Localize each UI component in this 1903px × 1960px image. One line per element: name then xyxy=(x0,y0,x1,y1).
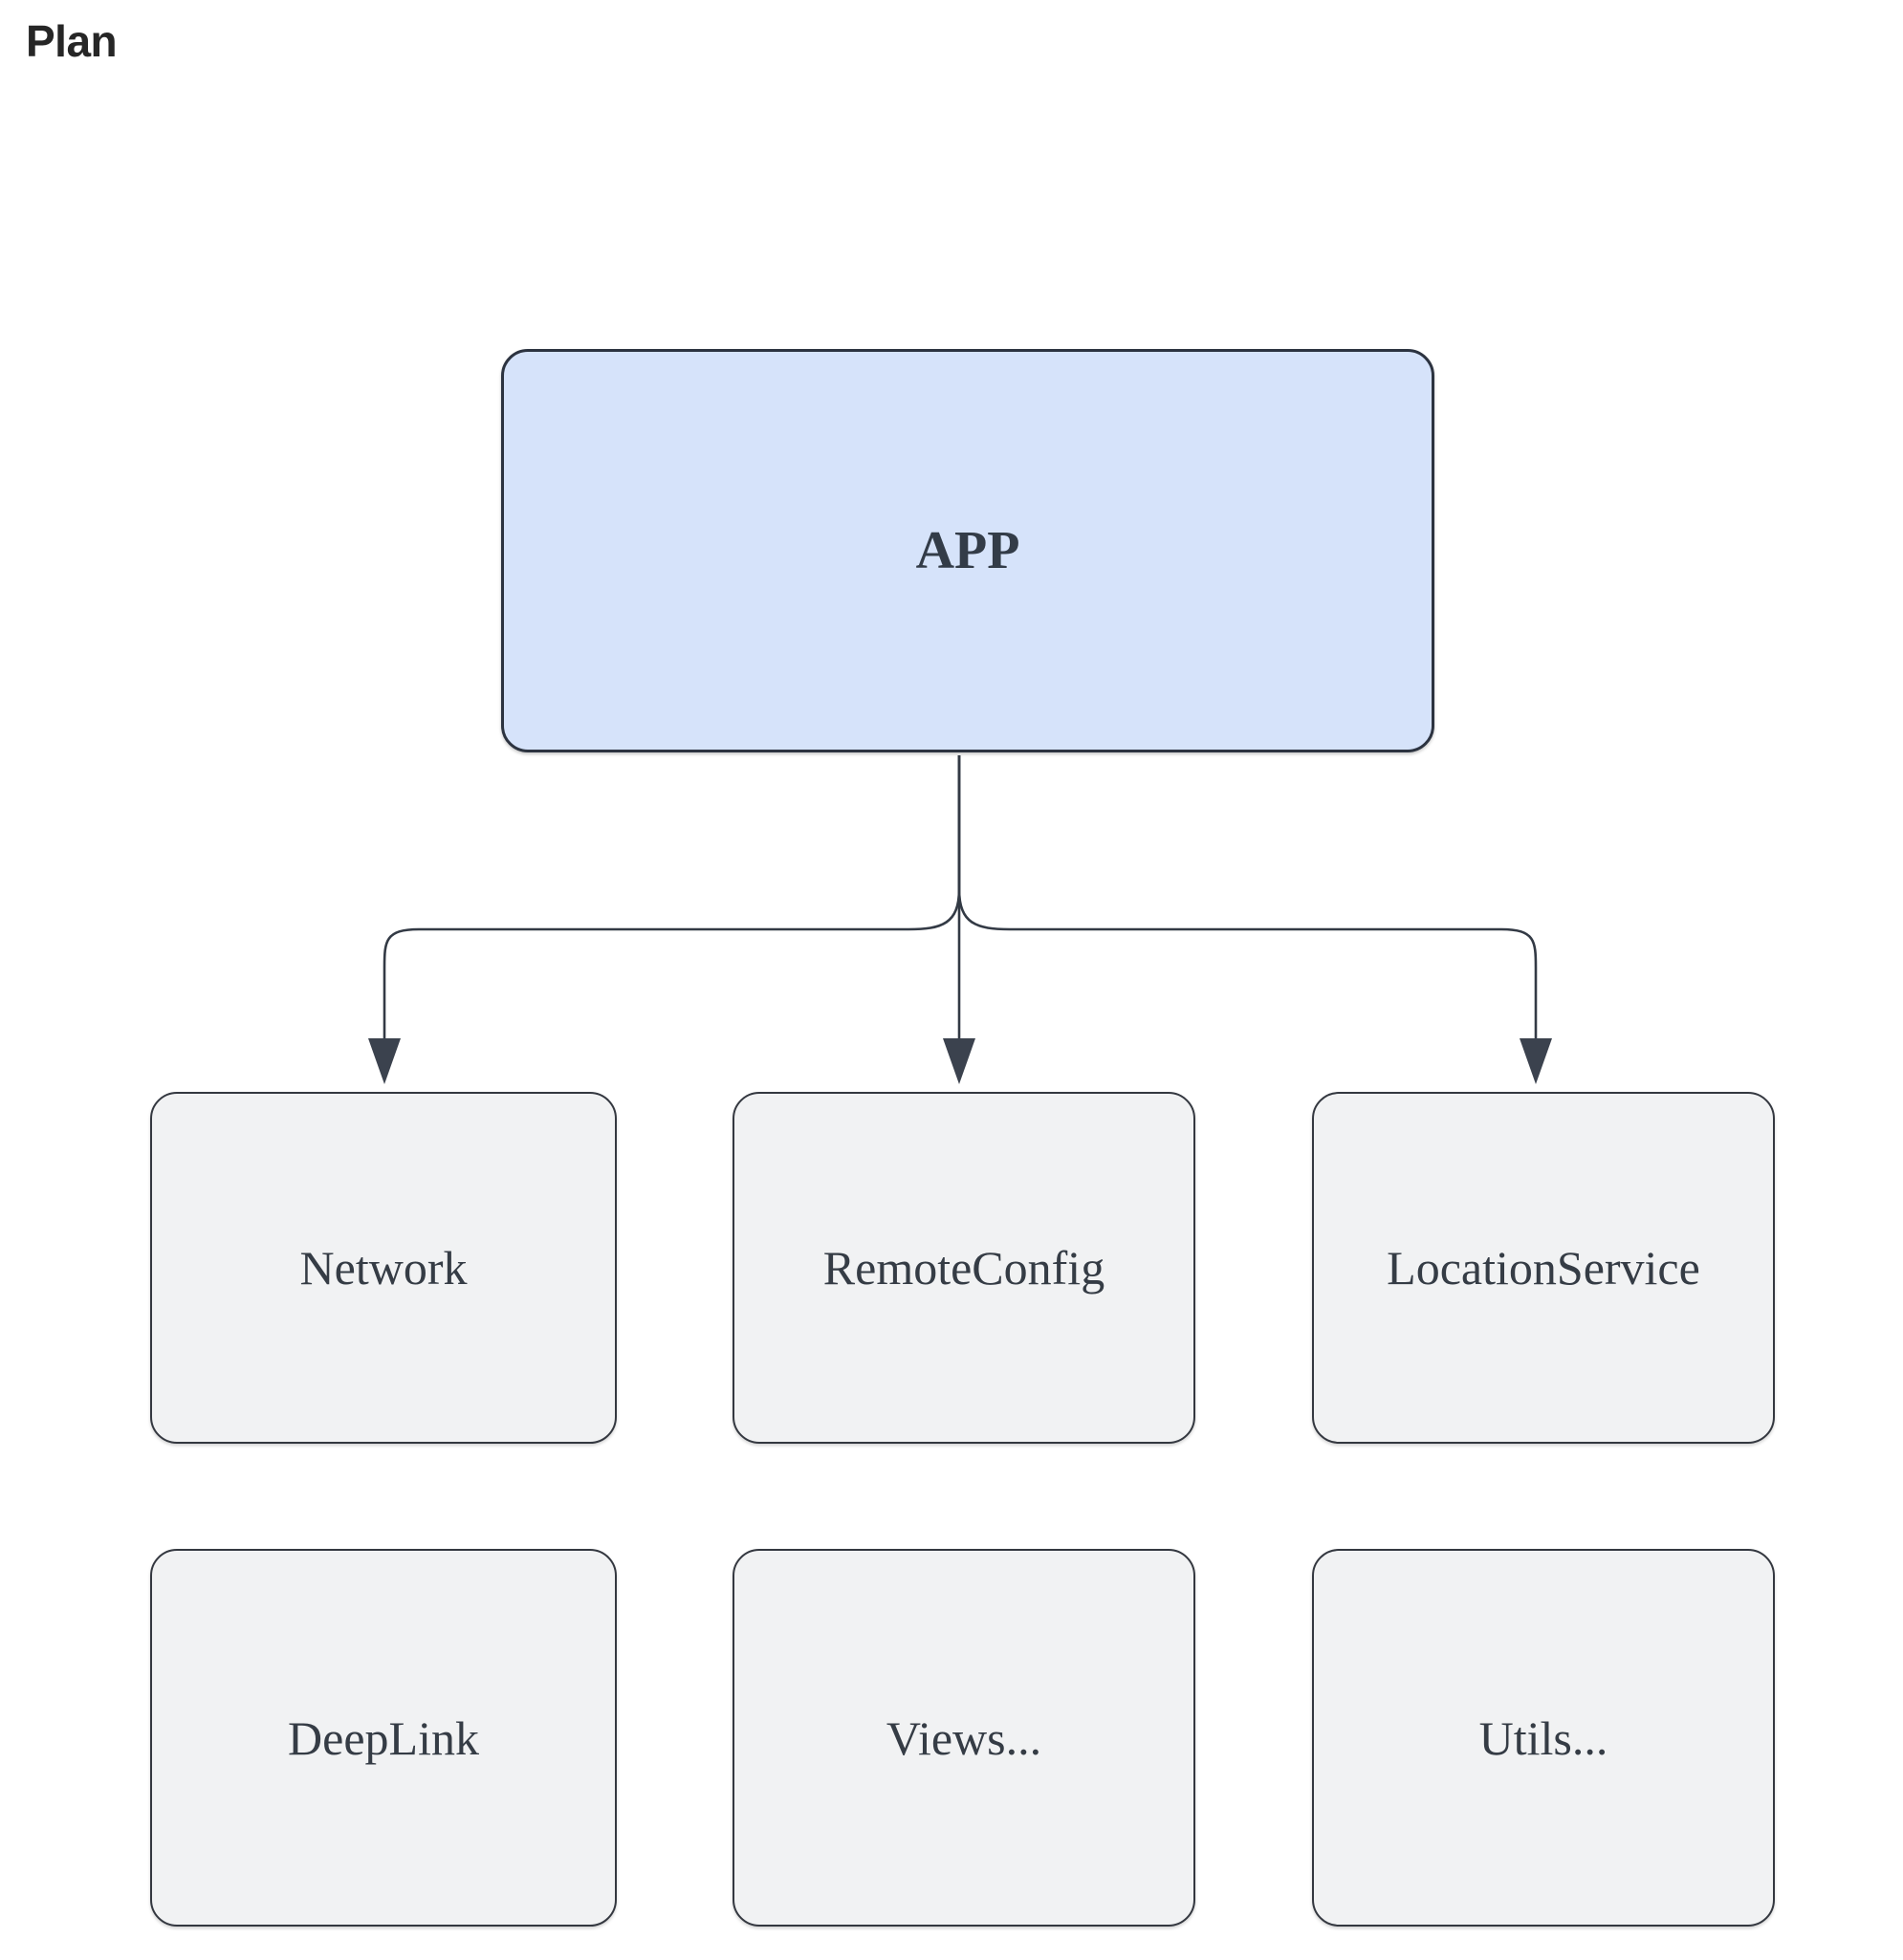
node-app-label: APP xyxy=(915,521,1020,580)
edge-app-to-locationservice xyxy=(957,755,1552,1084)
node-utils-label: Utils... xyxy=(1478,1710,1608,1765)
node-views[interactable]: Views... xyxy=(733,1549,1195,1927)
node-app[interactable]: APP xyxy=(501,349,1434,752)
edge-app-to-remoteconfig xyxy=(943,755,975,1084)
node-remoteconfig[interactable]: RemoteConfig xyxy=(733,1092,1195,1444)
node-remoteconfig-label: RemoteConfig xyxy=(822,1241,1105,1295)
node-locationservice-label: LocationService xyxy=(1387,1241,1700,1295)
edge-app-to-network xyxy=(368,755,961,1084)
page-title: Plan xyxy=(26,16,118,66)
node-network[interactable]: Network xyxy=(150,1092,617,1444)
node-locationservice[interactable]: LocationService xyxy=(1312,1092,1775,1444)
node-deeplink-label: DeepLink xyxy=(288,1710,479,1765)
node-views-label: Views... xyxy=(886,1710,1042,1765)
node-deeplink[interactable]: DeepLink xyxy=(150,1549,617,1927)
node-network-label: Network xyxy=(299,1241,468,1295)
node-utils[interactable]: Utils... xyxy=(1312,1549,1775,1927)
